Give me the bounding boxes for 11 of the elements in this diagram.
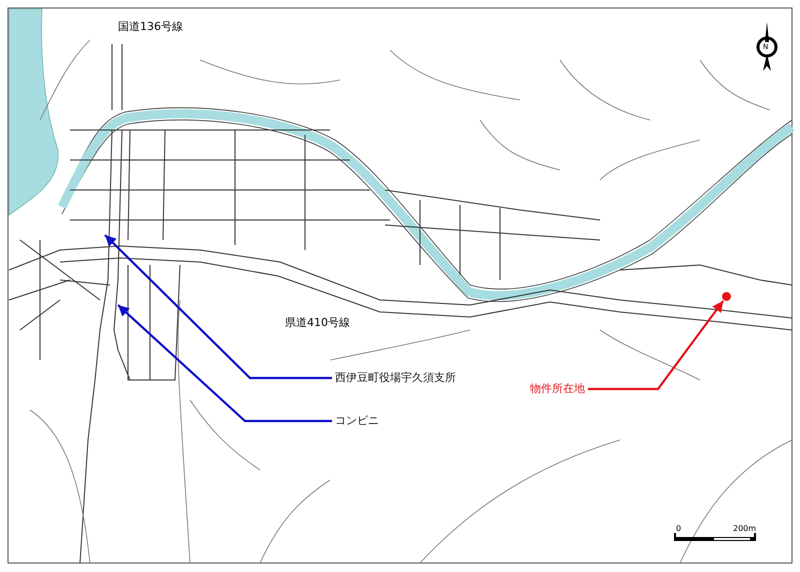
leader-arrow	[588, 300, 724, 390]
road-label: 県道410号線	[285, 316, 350, 330]
place-label: 物件所在地	[530, 382, 585, 396]
leader-arrow	[117, 304, 332, 422]
road-label: 国道136号線	[118, 20, 183, 34]
place-label: コンビニ	[335, 414, 379, 428]
location-dot	[722, 292, 731, 301]
scale-label: 200m	[733, 523, 756, 535]
scale-label: 0	[676, 523, 682, 535]
place-label: 西伊豆町役場宇久須支所	[335, 371, 456, 385]
leader-arrow	[104, 234, 332, 380]
